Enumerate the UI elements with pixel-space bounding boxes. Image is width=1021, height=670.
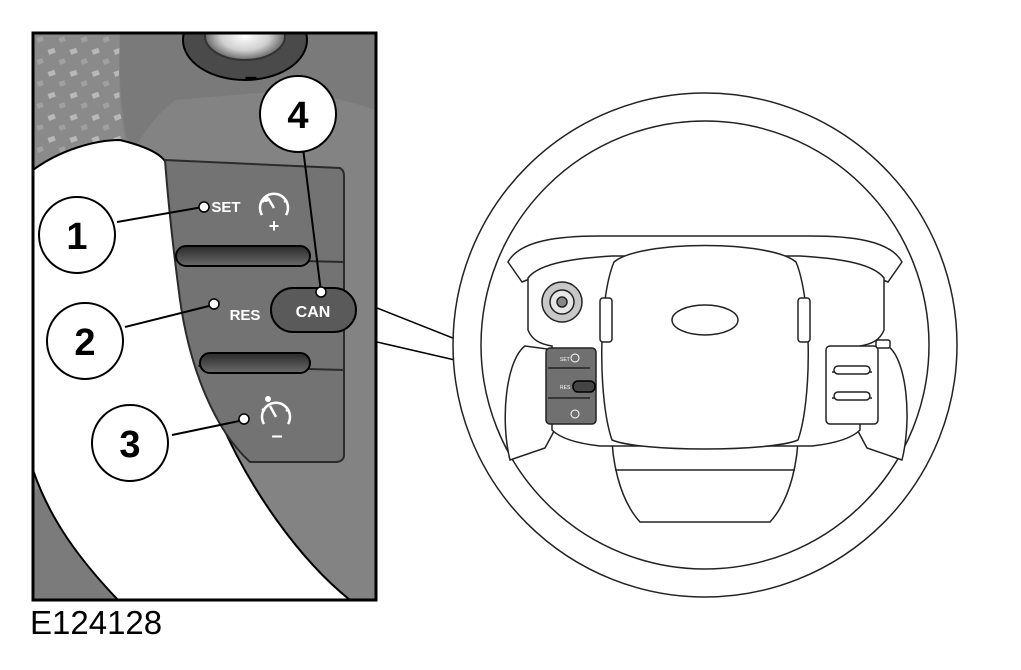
callout-3-number: 3 <box>119 424 140 466</box>
set-plus-label: + <box>269 216 280 236</box>
res-minus-label: – <box>271 425 282 447</box>
steering-wheel <box>452 92 958 598</box>
mini-set-label: SET <box>560 357 570 363</box>
mini-res-label: RES <box>560 385 571 391</box>
callout-2-number: 2 <box>74 322 95 364</box>
callout-1-number: 1 <box>66 216 87 258</box>
callout-1: 1 <box>38 196 116 274</box>
cruise-speedometer-plus-icon <box>258 192 290 216</box>
callout-3: 3 <box>91 404 169 482</box>
leader-dots <box>198 201 327 425</box>
inset-frame <box>31 31 378 602</box>
callout-2: 2 <box>46 302 124 380</box>
can-label: CAN <box>296 304 331 321</box>
svg-text:–: – <box>245 64 257 89</box>
switch-panel <box>163 158 345 463</box>
cruise-speedometer-minus-icon <box>260 396 292 425</box>
callout-4: 4 <box>259 75 337 153</box>
figure-reference-code: E124128 <box>30 604 163 641</box>
res-label: RES <box>230 307 261 324</box>
set-label: SET <box>211 199 240 216</box>
can-button <box>270 287 357 333</box>
leader-lines <box>116 147 322 436</box>
callout-4-number: 4 <box>287 95 308 137</box>
